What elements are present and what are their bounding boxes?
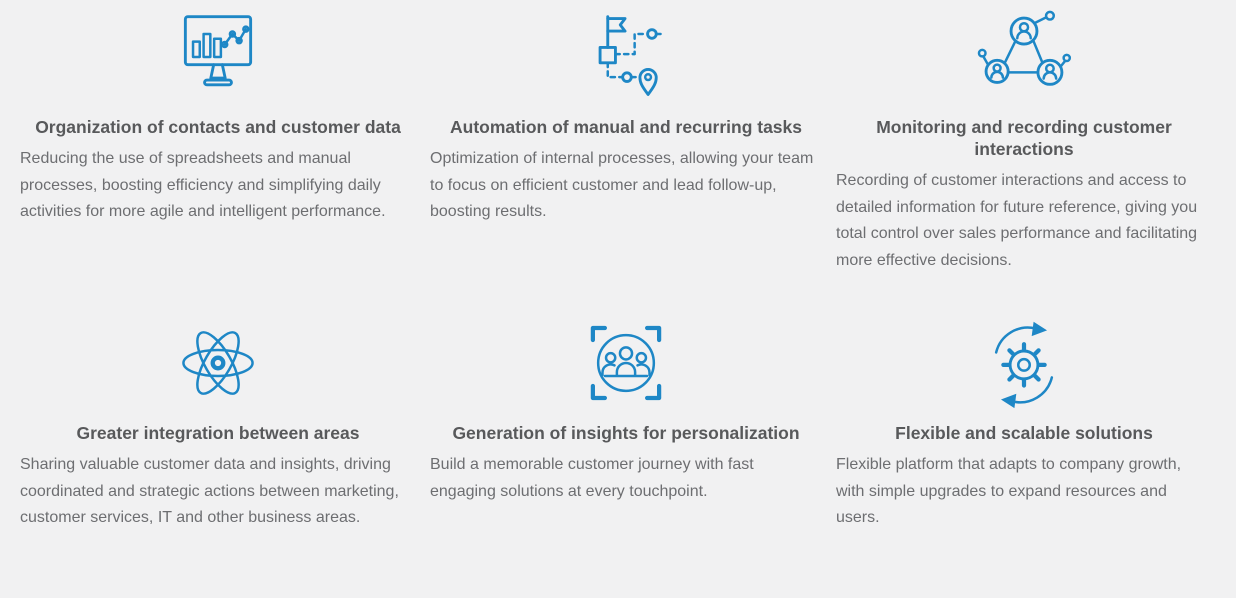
feature-title: Flexible and scalable solutions bbox=[895, 423, 1153, 443]
feature-description: Recording of customer interactions and a… bbox=[836, 172, 1198, 269]
integration-atom-icon bbox=[20, 312, 416, 414]
feature-description: Reducing the use of spreadsheets and man… bbox=[20, 150, 386, 220]
feature-description: Build a memorable customer journey with … bbox=[430, 456, 754, 500]
feature-description: Flexible platform that adapts to company… bbox=[836, 456, 1182, 526]
scalable-gear-icon bbox=[836, 312, 1212, 414]
feature-card: Generation of insights for personalizati… bbox=[430, 312, 822, 532]
workflow-automation-icon bbox=[430, 6, 822, 108]
audience-insights-icon bbox=[430, 312, 822, 414]
feature-title: Greater integration between areas bbox=[76, 423, 360, 443]
feature-title: Generation of insights for personalizati… bbox=[452, 423, 800, 443]
feature-card: Organization of contacts and customer da… bbox=[20, 6, 416, 274]
feature-card: Greater integration between areas Sharin… bbox=[20, 312, 416, 532]
feature-title: Organization of contacts and customer da… bbox=[35, 117, 401, 137]
feature-card: Automation of manual and recurring tasks… bbox=[430, 6, 822, 274]
monitor-analytics-icon bbox=[20, 6, 416, 108]
features-grid: Organization of contacts and customer da… bbox=[20, 6, 1212, 532]
customer-network-icon bbox=[836, 6, 1212, 108]
feature-card: Flexible and scalable solutions Flexible… bbox=[836, 312, 1212, 532]
feature-card: Monitoring and recording customer intera… bbox=[836, 6, 1212, 274]
feature-title: Automation of manual and recurring tasks bbox=[450, 117, 802, 137]
feature-description: Optimization of internal processes, allo… bbox=[430, 150, 814, 220]
feature-title: Monitoring and recording customer intera… bbox=[876, 117, 1172, 159]
feature-description: Sharing valuable customer data and insig… bbox=[20, 456, 399, 526]
